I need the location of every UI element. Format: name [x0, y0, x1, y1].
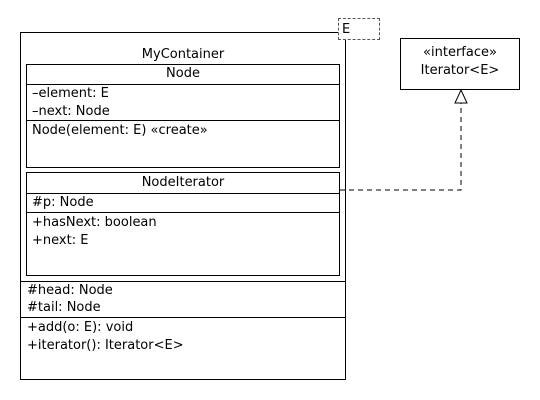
iterator-interface	[400, 38, 520, 90]
node-class-divider-2	[27, 120, 339, 121]
mycontainer-attribute-tail: #tail: Node	[27, 300, 101, 315]
nodeiterator-class-title: NodeIterator	[141, 175, 225, 190]
node-attribute-next: –next: Node	[32, 104, 110, 119]
mycontainer-operation-add: +add(o: E): void	[27, 320, 134, 335]
mycontainer-title: MyContainer	[141, 47, 225, 62]
node-attribute-element: –element: E	[32, 86, 109, 101]
nodeiterator-operation-hasnext: +hasNext: boolean	[32, 215, 157, 230]
nodeiterator-class-divider-2	[27, 212, 339, 213]
node-operation-constructor: Node(element: E) «create»	[32, 123, 208, 138]
nodeiterator-class-divider-1	[27, 193, 339, 194]
node-class	[26, 64, 340, 168]
nodeiterator-operation-next: +next: E	[32, 233, 89, 248]
nodeiterator-class	[26, 172, 340, 276]
type-parameter-box	[338, 18, 380, 40]
realization-dashed-line	[340, 103, 462, 191]
realization-arrowhead	[454, 88, 468, 104]
mycontainer-divider-2	[21, 317, 345, 318]
mycontainer-divider-1	[21, 281, 345, 282]
mycontainer-operation-iterator: +iterator(): Iterator<E>	[27, 338, 184, 353]
type-parameter-label: E	[342, 22, 351, 37]
interface-stereotype: «interface»	[423, 45, 497, 60]
node-class-title: Node	[166, 66, 200, 81]
interface-name: Iterator<E>	[420, 63, 500, 78]
mycontainer-attribute-head: #head: Node	[27, 283, 113, 298]
nodeiterator-attribute-p: #p: Node	[32, 195, 94, 210]
node-class-divider-1	[27, 84, 339, 85]
